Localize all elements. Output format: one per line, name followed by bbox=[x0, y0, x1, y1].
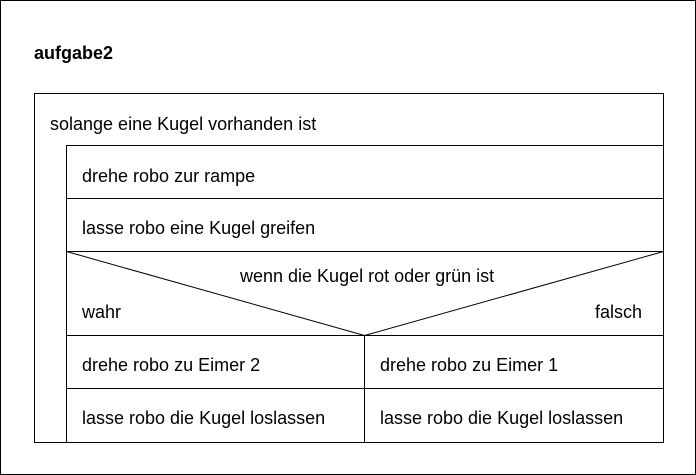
diagram-title: aufgabe2 bbox=[34, 43, 114, 63]
statement-block bbox=[66, 145, 664, 199]
false-branch-statement bbox=[364, 388, 664, 443]
decision-block bbox=[66, 251, 664, 336]
decision-false-label: falsch bbox=[595, 302, 643, 322]
statement-text: lasse robo die Kugel loslassen bbox=[82, 408, 326, 428]
true-branch-statement bbox=[66, 388, 365, 443]
statement-text: lasse robo eine Kugel greifen bbox=[82, 218, 316, 238]
statement-text: drehe robo zu Eimer 1 bbox=[380, 355, 559, 375]
decision-condition: wenn die Kugel rot oder grün ist bbox=[240, 266, 495, 286]
true-branch-statement bbox=[66, 335, 365, 389]
statement-text: drehe robo zur rampe bbox=[82, 166, 256, 186]
statement-text: drehe robo zu Eimer 2 bbox=[82, 355, 261, 375]
decision-true-label: wahr bbox=[82, 302, 122, 322]
loop-condition: solange eine Kugel vorhanden ist bbox=[50, 114, 317, 134]
statement-text: lasse robo die Kugel loslassen bbox=[380, 408, 624, 428]
